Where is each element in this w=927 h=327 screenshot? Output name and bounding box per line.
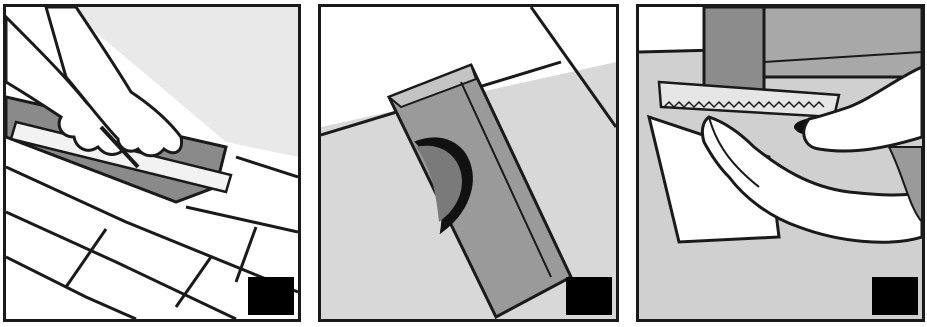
step-marker-box [872,277,918,315]
door-casing [704,7,764,97]
illustration-spacer [321,7,616,319]
panel-step-1 [3,4,301,322]
illustration-undercut-casing [639,7,922,319]
illustration-mark-plank [6,7,298,319]
panel-step-2 [318,4,619,322]
step-marker-box [566,277,612,315]
panel-step-3 [636,4,925,322]
step-marker-box [248,277,294,315]
